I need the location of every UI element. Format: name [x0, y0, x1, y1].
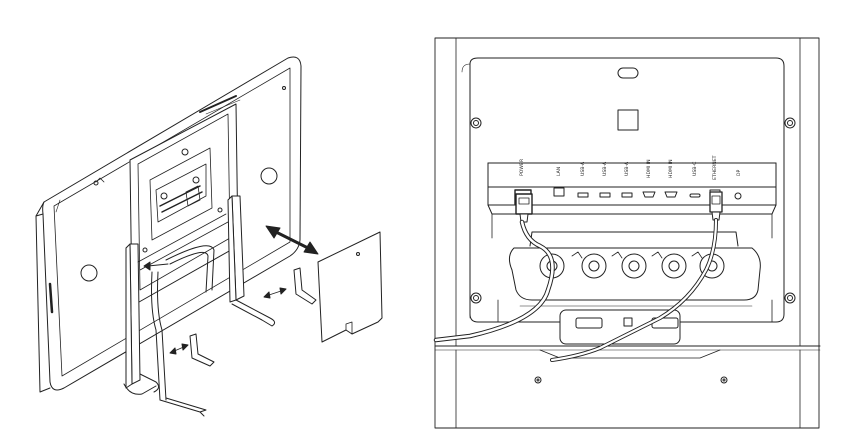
hex-key-rotate-arrow	[169, 287, 287, 355]
port-label-dp: DP	[736, 169, 742, 176]
hex-keys	[151, 245, 317, 417]
power-plug	[515, 193, 533, 223]
port-labels: POWER LAN USB-A USB-A USB-A HDMI IN HDMI…	[519, 155, 742, 180]
ethernet-cable	[550, 218, 718, 362]
cable-channel	[497, 231, 773, 323]
port-bar	[487, 162, 777, 239]
ethernet-plug	[709, 191, 723, 221]
stand-base	[434, 309, 821, 429]
port-label-usb-a-1: USB-A	[580, 161, 586, 176]
power-cable	[433, 219, 555, 343]
stand-legs	[123, 195, 276, 395]
left-view	[35, 56, 383, 417]
cable-cover	[317, 231, 383, 343]
port-label-usb-c: USB-C	[692, 162, 698, 176]
port-label-hdmi-in-1: HDMI IN	[646, 159, 652, 178]
right-view: POWER LAN USB-A USB-A USB-A HDMI IN HDMI…	[433, 37, 821, 429]
port-label-usb-a-3: USB-A	[624, 161, 630, 176]
port-label-usb-a-2: USB-A	[602, 161, 608, 176]
port-label-hdmi-in-2: HDMI IN	[668, 159, 674, 178]
stand-insert-arrow	[143, 261, 169, 271]
cover-remove-arrow	[265, 225, 319, 255]
port-label-lan: LAN	[556, 167, 562, 176]
port-label-ethernet: ETHERNET	[712, 155, 718, 180]
port-label-power: POWER	[519, 158, 525, 176]
